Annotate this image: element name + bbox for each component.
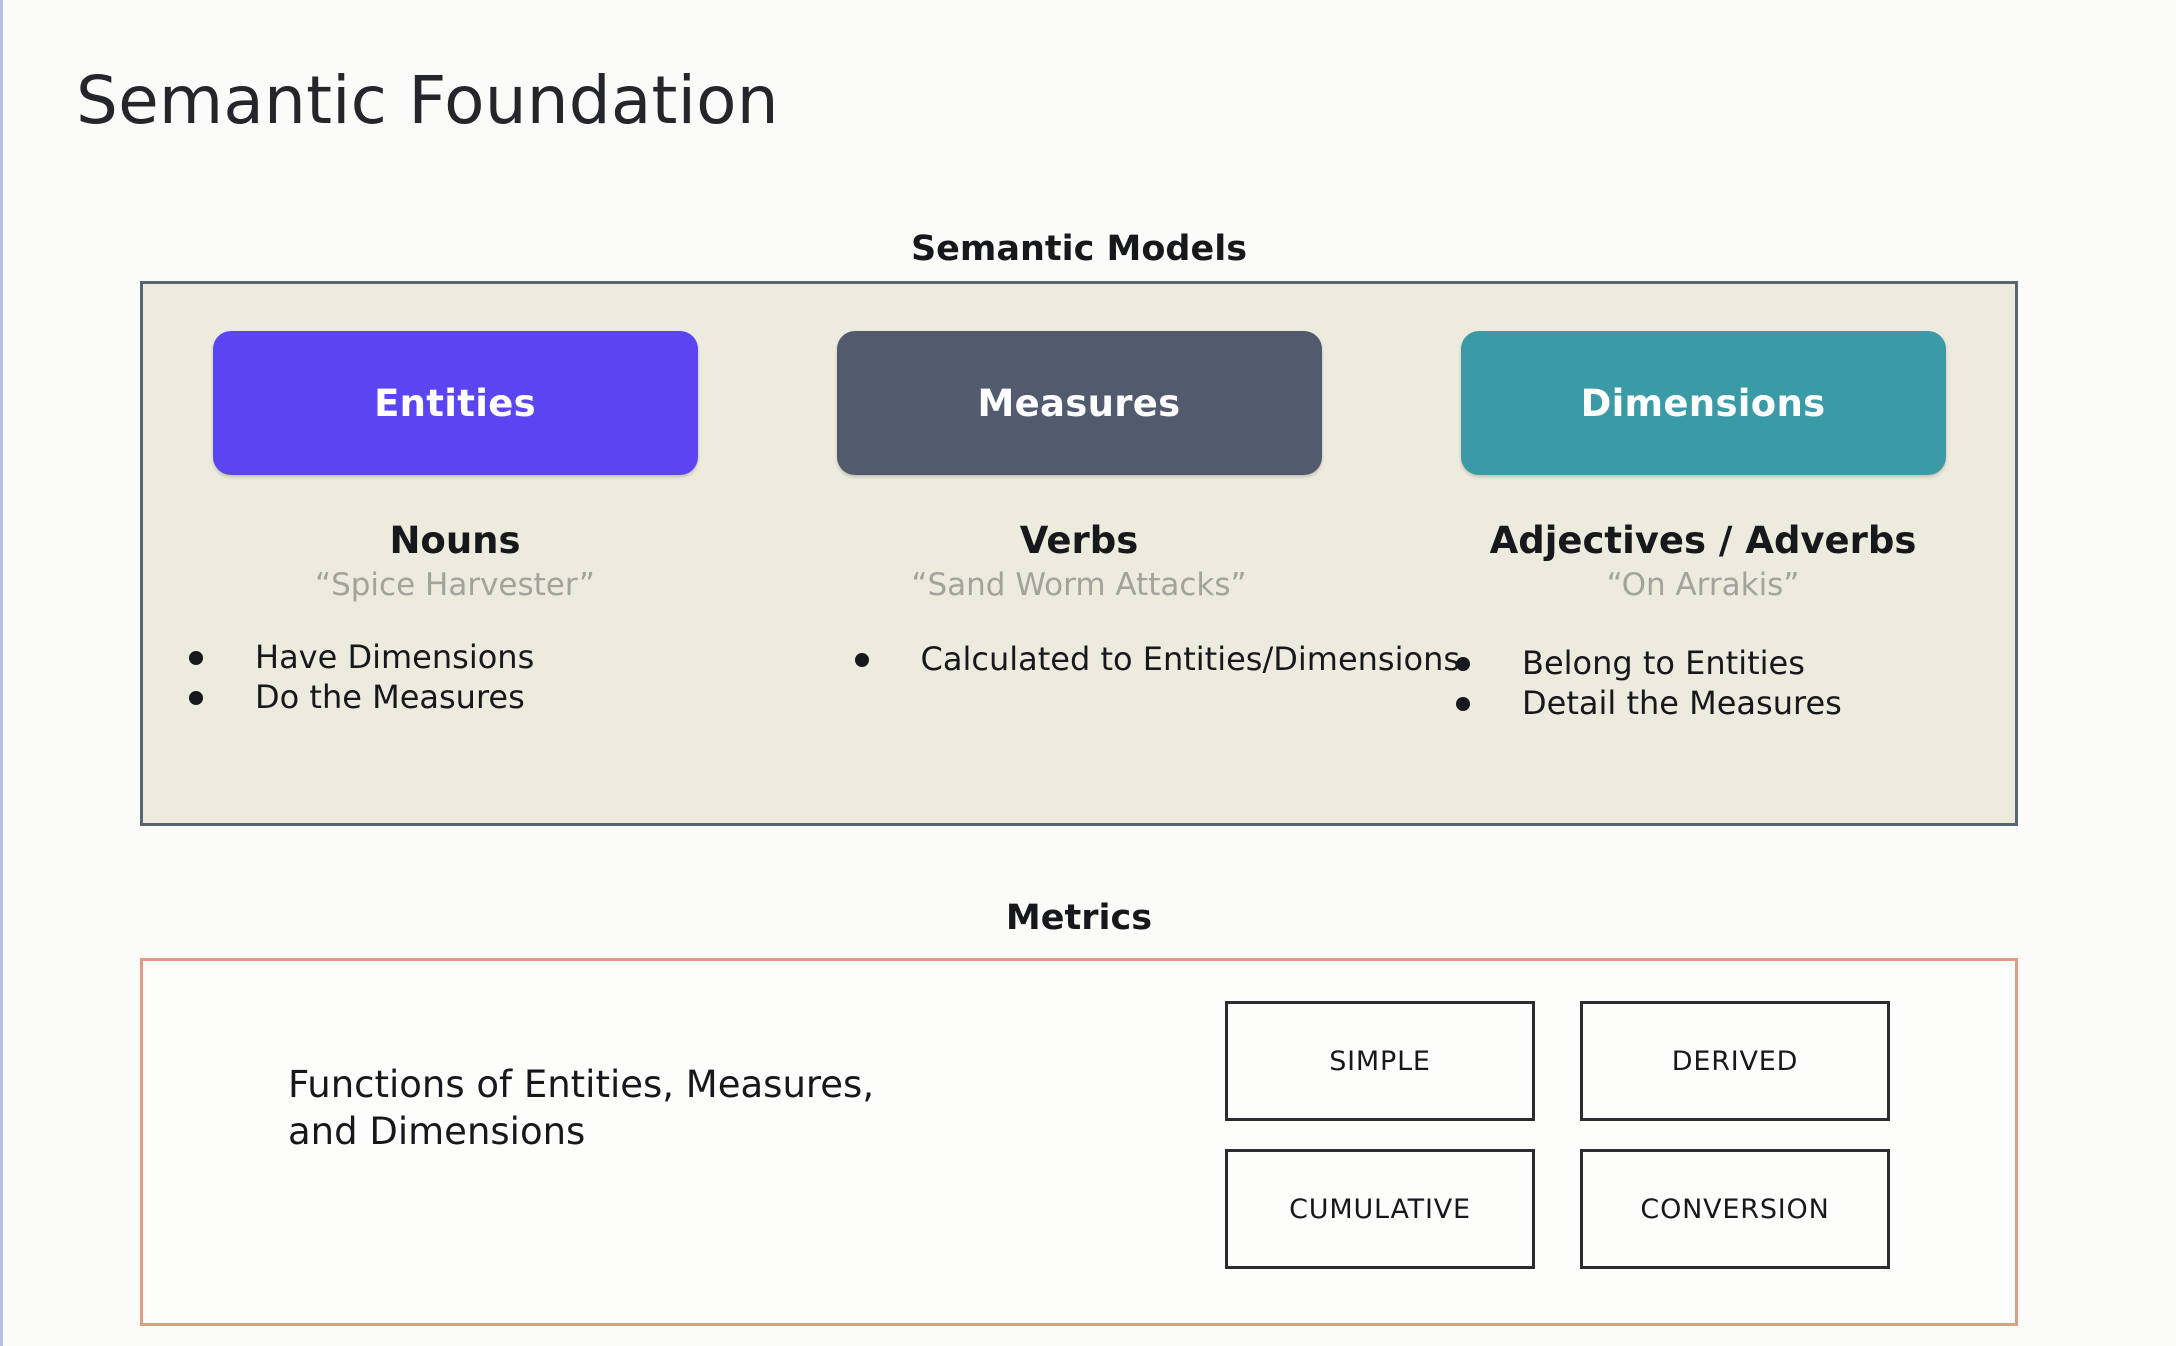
metrics-heading: Metrics (1005, 898, 1153, 938)
measures-bullet-list: Calculated to Entities/Dimensions (680, 639, 1479, 679)
list-item: Belong to Entities (1456, 643, 2080, 683)
entities-bullet-1: Do the Measures (255, 678, 525, 717)
metrics-type-grid: SIMPLE DERIVED CUMULATIVE CONVERSION (1225, 1001, 1890, 1269)
dimensions-example: “On Arrakis” (1606, 566, 1800, 603)
metric-box-simple[interactable]: SIMPLE (1225, 1001, 1535, 1121)
measures-part-of-speech: Verbs (1019, 519, 1139, 562)
semantic-column-measures: Measures Verbs “Sand Worm Attacks” Calcu… (767, 284, 1460, 823)
dimensions-chip[interactable]: Dimensions (1460, 331, 1946, 475)
entities-example: “Spice Harvester” (315, 566, 595, 603)
semantic-models-heading: Semantic Models (910, 229, 1248, 269)
entities-bullet-0: Have Dimensions (255, 637, 535, 676)
bullet-dot-icon (854, 652, 869, 667)
bullet-dot-icon (1456, 697, 1470, 712)
metrics-panel: Functions of Entities, Measures, and Dim… (140, 958, 2018, 1326)
measures-chip[interactable]: Measures (836, 331, 1322, 475)
page-title: Semantic Foundation (76, 62, 779, 139)
list-item: Do the Measures (189, 677, 813, 717)
semantic-models-panel: Entities Nouns “Spice Harvester” Have Di… (140, 281, 2018, 826)
metric-box-conversion[interactable]: CONVERSION (1580, 1149, 1890, 1269)
semantic-column-dimensions: Dimensions Adjectives / Adverbs “On Arra… (1391, 284, 2015, 823)
bullet-dot-icon (189, 691, 203, 706)
metric-box-derived[interactable]: DERIVED (1580, 1001, 1890, 1121)
bullet-dot-icon (1456, 656, 1470, 671)
dimensions-part-of-speech: Adjectives / Adverbs (1489, 519, 1917, 562)
semantic-column-entities: Entities Nouns “Spice Harvester” Have Di… (143, 284, 767, 823)
list-item: Detail the Measures (1456, 683, 2080, 723)
list-item: Have Dimensions (189, 637, 813, 677)
entities-bullet-list: Have Dimensions Do the Measures (97, 637, 813, 718)
bullet-dot-icon (189, 650, 203, 665)
measures-bullet-0: Calculated to Entities/Dimensions (920, 639, 1461, 678)
entities-part-of-speech: Nouns (389, 519, 521, 562)
measures-example: “Sand Worm Attacks” (911, 566, 1247, 603)
list-item: Calculated to Entities/Dimensions (854, 639, 1479, 679)
metrics-description: Functions of Entities, Measures, and Dim… (288, 1063, 875, 1154)
dimensions-bullet-1: Detail the Measures (1522, 684, 1842, 723)
metric-box-cumulative[interactable]: CUMULATIVE (1225, 1149, 1535, 1269)
dimensions-bullet-0: Belong to Entities (1522, 643, 1805, 682)
left-edge-rule (0, 0, 3, 1346)
entities-chip[interactable]: Entities (212, 331, 698, 475)
dimensions-bullet-list: Belong to Entities Detail the Measures (1326, 643, 2080, 724)
